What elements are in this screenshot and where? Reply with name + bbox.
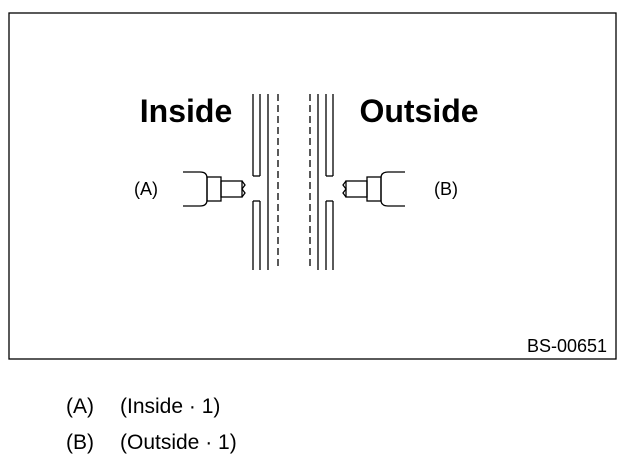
legend-key: (B) bbox=[66, 431, 94, 454]
inside-label: Inside bbox=[140, 93, 232, 129]
fastener-a-icon bbox=[183, 171, 246, 207]
callout-b: (B) bbox=[434, 179, 458, 199]
outside-label: Outside bbox=[359, 93, 478, 129]
diagram-figure: Inside Outside bbox=[8, 12, 617, 360]
legend-key: (A) bbox=[66, 395, 94, 418]
inside-panel bbox=[252, 94, 279, 270]
fastener-b-icon bbox=[342, 171, 405, 207]
outside-panel bbox=[309, 94, 334, 270]
figure-code: BS-00651 bbox=[527, 336, 607, 356]
figure-border bbox=[8, 12, 617, 360]
callout-a: (A) bbox=[134, 179, 158, 199]
legend-text: (Outside · 1) bbox=[120, 431, 237, 454]
legend-text: (Inside · 1) bbox=[120, 395, 221, 418]
legend-item-a: (A) (Inside · 1) bbox=[66, 395, 220, 419]
legend-item-b: (B) (Outside · 1) bbox=[66, 431, 237, 455]
